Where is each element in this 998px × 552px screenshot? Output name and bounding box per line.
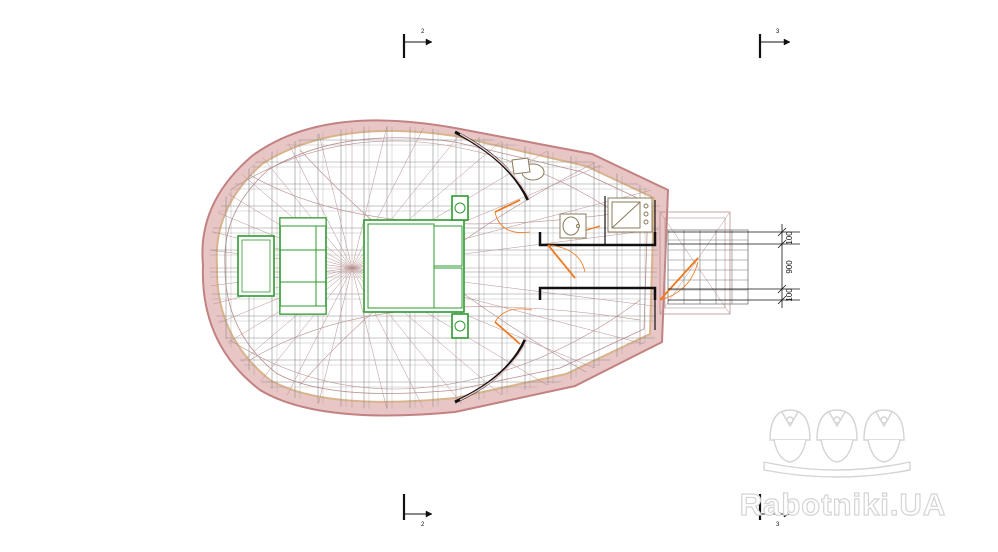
bathroom-fixtures [511,157,653,239]
section-marker-top-right: 3 [758,29,791,58]
section-marker-bottom-left: 2 [402,494,433,528]
section-label-top-left: 2 [421,29,425,35]
sink-fixture [559,213,587,239]
helmet-icon-3 [863,409,905,463]
dimension-top-label: 100 [785,231,794,245]
shower-tray-fixture [607,197,653,233]
armchair [237,235,275,297]
toilet-fixture [511,157,545,181]
entry-porch [659,211,749,315]
dimension-lines [668,224,800,308]
dimension-middle-label: 900 [785,260,794,274]
section-label-bottom-right: 3 [776,522,780,528]
nightstand-bottom [451,313,469,339]
watermark-text: Rabotniki.UA [740,487,947,522]
helmet-base-shadow [763,461,911,478]
section-marker-bottom-right: 3 [758,494,791,528]
helmet-icon-1 [769,409,811,463]
helmet-icon-2 [816,409,858,463]
nightstand-top [451,195,469,221]
doors [494,199,699,345]
section-label-bottom-left: 2 [421,522,425,528]
dimension-bottom-label: 100 [785,288,794,302]
curved-partitions [454,130,531,404]
porch-steps [668,230,748,304]
section-label-top-right: 3 [776,29,780,35]
double-bed [363,219,465,313]
sofa [279,217,327,315]
corridor-walls [538,196,657,330]
watermark-logo [763,409,911,478]
section-marker-top-left: 2 [402,29,433,58]
furniture [237,195,469,339]
